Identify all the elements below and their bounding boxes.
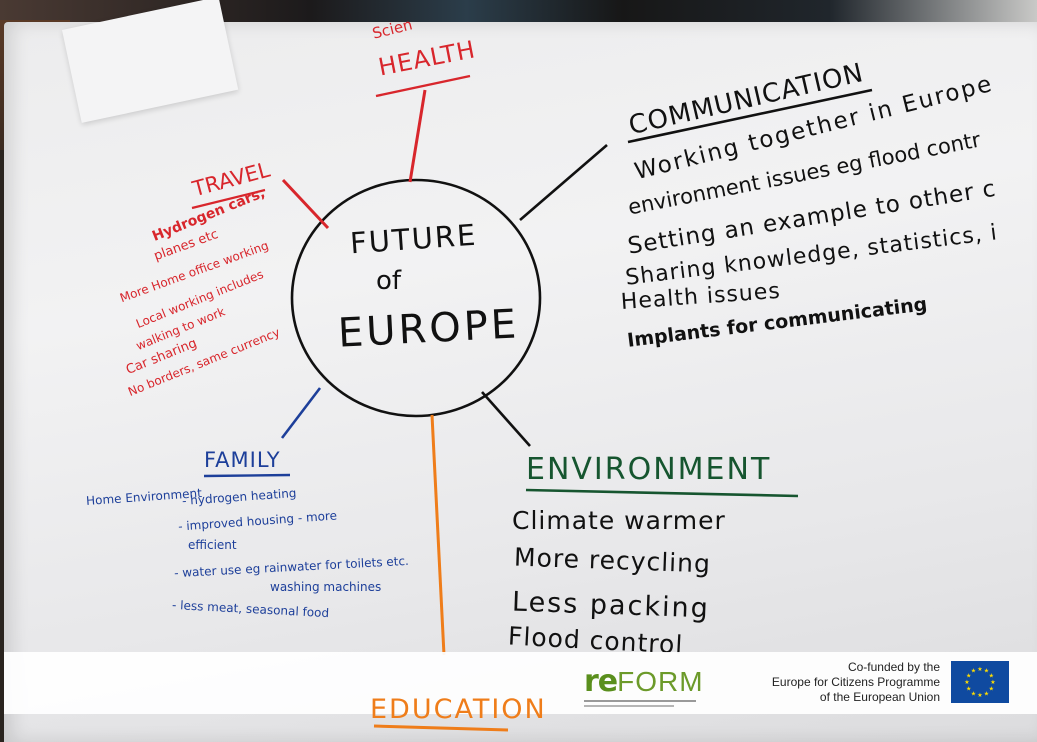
- center-line2: of: [376, 266, 402, 296]
- svg-text:★: ★: [971, 668, 976, 675]
- branch-health: [408, 89, 427, 183]
- reform-logo: reFORM: [584, 664, 704, 707]
- family-item-5: washing machines: [270, 580, 382, 594]
- reform-logo-form: FORM: [617, 666, 704, 697]
- branch-environment: [481, 391, 531, 447]
- svg-text:★: ★: [984, 668, 989, 675]
- flipchart-paper: [4, 22, 1037, 742]
- eu-stars: ★ ★ ★ ★ ★ ★ ★ ★ ★ ★ ★ ★: [964, 666, 995, 699]
- svg-text:★: ★: [971, 690, 976, 697]
- cofund-text: Co-funded by the Europe for Citizens Pro…: [772, 660, 940, 705]
- svg-text:★: ★: [966, 673, 971, 680]
- cofund-line-3: of the European Union: [819, 690, 940, 704]
- reform-tagline-graphic: [584, 700, 696, 707]
- cofund-line-1: Co-funded by the: [847, 660, 940, 674]
- family-title: FAMILY: [204, 448, 281, 472]
- environment-underline: [525, 488, 799, 498]
- center-line3: EUROPE: [336, 301, 521, 357]
- branch-travel: [281, 178, 330, 230]
- family-underline: [203, 473, 291, 478]
- travel-underline: [191, 188, 266, 210]
- branch-family: [280, 387, 322, 439]
- svg-text:★: ★: [989, 673, 994, 680]
- svg-text:★: ★: [989, 686, 994, 693]
- center-circle: [290, 178, 542, 418]
- reform-logo-re: re: [584, 664, 618, 699]
- environment-item-1: Climate warmer: [512, 506, 726, 535]
- svg-text:★: ★: [964, 679, 969, 686]
- cofund-line-2: Europe for Citizens Programme: [771, 675, 940, 689]
- education-title: EDUCATION: [370, 694, 547, 725]
- family-item-3: efficient: [188, 538, 237, 552]
- eu-flag-icon: ★ ★ ★ ★ ★ ★ ★ ★ ★ ★ ★ ★: [951, 661, 1009, 703]
- svg-text:★: ★: [977, 692, 982, 699]
- svg-text:★: ★: [966, 686, 971, 693]
- health-underline: [375, 74, 471, 98]
- environment-title: ENVIRONMENT: [526, 452, 772, 487]
- communication-underline: [627, 88, 873, 144]
- svg-text:★: ★: [984, 690, 989, 697]
- branch-communication: [519, 144, 608, 221]
- education-underline: [373, 724, 509, 732]
- branch-education: [430, 414, 446, 656]
- footer-banner: [4, 652, 1037, 714]
- svg-text:★: ★: [977, 666, 982, 673]
- svg-text:★: ★: [990, 679, 995, 686]
